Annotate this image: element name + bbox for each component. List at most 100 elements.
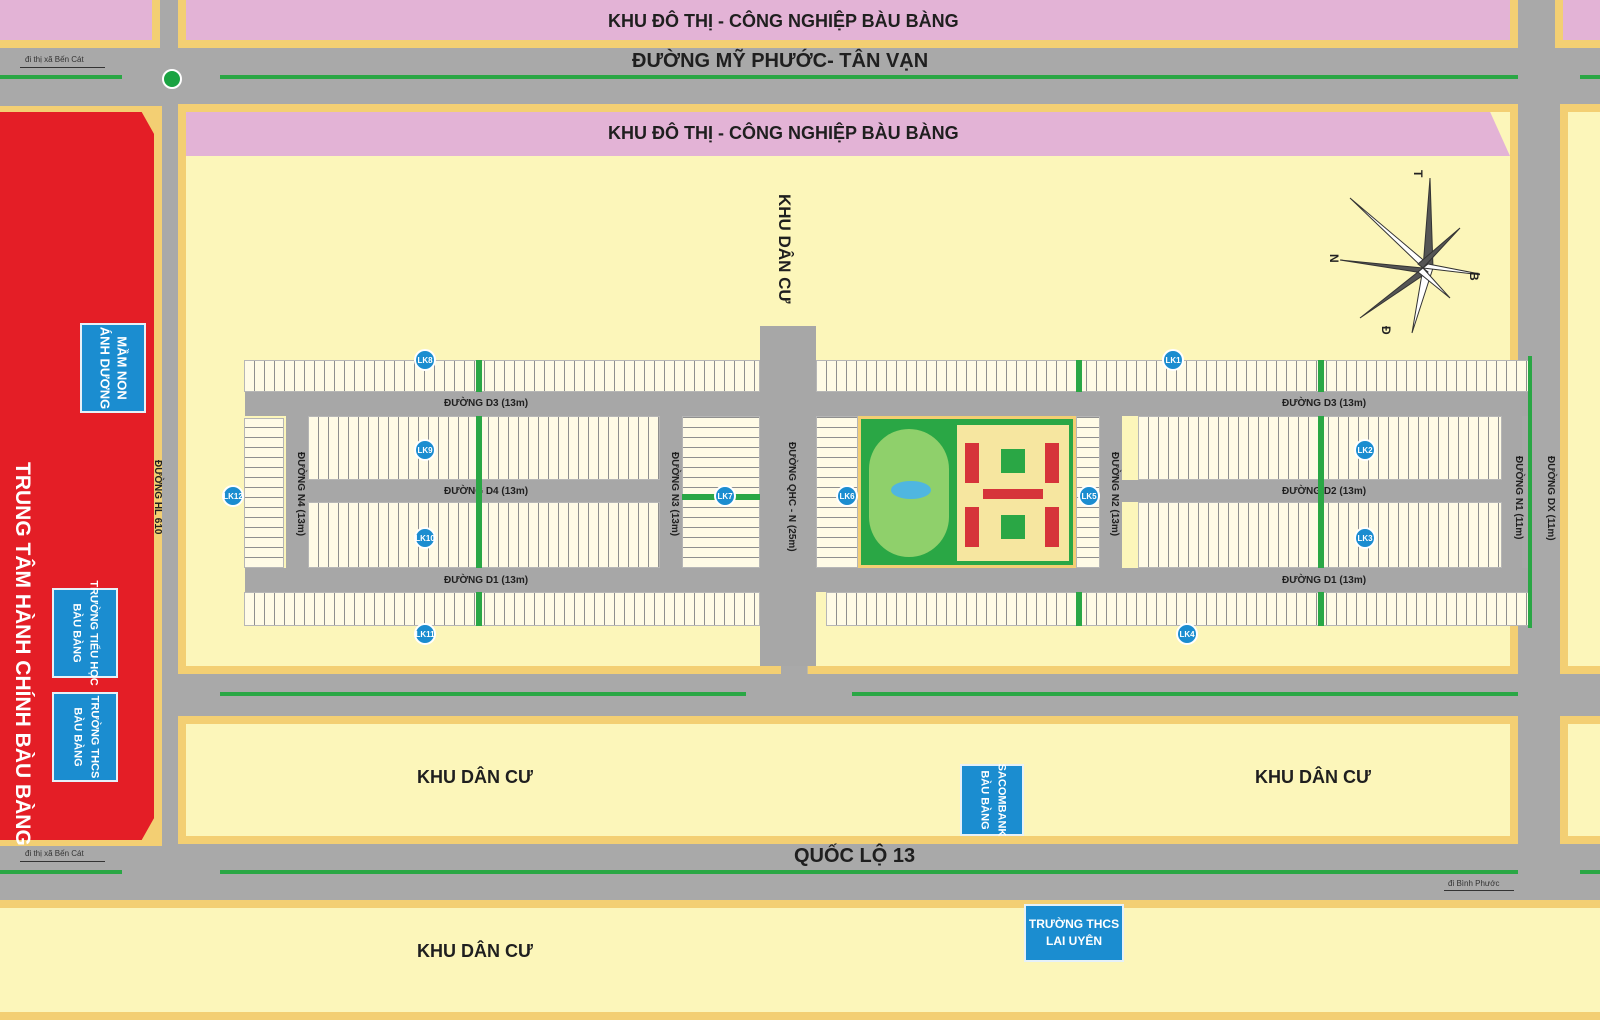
residential-bottom-label: KHU DÂN CƯ <box>417 941 533 961</box>
road-d2-label: ĐƯỜNG D2 (13m) <box>1282 486 1367 497</box>
lai-uyen-line-1: TRƯỜNG THCS <box>1028 917 1120 931</box>
road-d3-right-label: ĐƯỜNG D3 (13m) <box>1282 398 1367 409</box>
top-road-label: ĐƯỜNG MỸ PHƯỚC- TÂN VẠN <box>632 50 929 72</box>
top-road-green-line <box>220 75 1518 79</box>
middle-road-green-line-right <box>852 692 1518 696</box>
lai-uyen-school-box: TRƯỜNG THCS LAI UYÊN <box>1024 904 1124 962</box>
road-d4-label: ĐƯỜNG D4 (13m) <box>444 486 529 497</box>
compass-south: Đ <box>1379 326 1393 335</box>
north-residential-label: KHU DÂN CƯ <box>775 194 794 304</box>
direction-binh-phuoc: đi Bình Phước <box>1448 879 1500 888</box>
road-d3-right <box>816 392 1532 416</box>
lk-marker-3[interactable]: LK3 <box>1354 527 1376 549</box>
park-building-center <box>983 489 1043 499</box>
lai-uyen-line-2: LAI UYÊN <box>1045 934 1102 948</box>
lk-marker-12[interactable]: LK12 <box>222 485 244 507</box>
central-park <box>858 416 1076 568</box>
compass-north: T <box>1411 170 1425 178</box>
lower-right-edge-block <box>1560 716 1600 844</box>
road-d3-left-label: ĐƯỜNG D3 (13m) <box>444 398 529 409</box>
kindergarten-line-2: ÁNH DƯƠNG <box>97 326 113 410</box>
top-zone-label: KHU ĐÔ THỊ - CÔNG NGHIỆP BÀU BÀNG <box>608 11 959 31</box>
road-n1-label: ĐƯỜNG N1 (11m) <box>1513 456 1524 540</box>
road-hl610-label: ĐƯỜNG HL 610 <box>152 460 163 535</box>
road-qhc-label: ĐƯỜNG QHC - N (25m) <box>786 442 797 552</box>
lot-row-lk4 <box>826 592 1532 626</box>
top-road-green-line-right <box>1580 75 1600 79</box>
road-n3-label: ĐƯỜNG N3 (13m) <box>669 452 680 537</box>
lk-marker-8[interactable]: LK8 <box>414 349 436 371</box>
main-zone-label: KHU ĐÔ THỊ - CÔNG NGHIỆP BÀU BÀNG <box>608 123 959 143</box>
road-d1-left <box>245 568 760 592</box>
direction-arrow-binh-phuoc <box>1444 890 1514 891</box>
compass-west: N <box>1330 254 1341 263</box>
bank-line-2: BÀU BÀNG <box>978 770 991 830</box>
bank-line-1: SACOMBANK <box>995 763 1008 837</box>
main-zone-pink-strip <box>186 112 1510 156</box>
lk-marker-4[interactable]: LK4 <box>1176 623 1198 645</box>
road-d4 <box>288 480 760 502</box>
lot-row-lk11 <box>244 592 760 626</box>
residential-left-label: KHU DÂN CƯ <box>417 767 533 787</box>
park-building-right-2 <box>1045 507 1059 547</box>
direction-ben-cat-top: đi thị xã Bến Cát <box>25 55 84 64</box>
top-road-green-line-left <box>0 75 122 79</box>
green-strip-3 <box>1318 360 1324 392</box>
green-strip-2 <box>1076 360 1082 392</box>
road-n1 <box>1502 392 1522 592</box>
road-d1-left-label: ĐƯỜNG D1 (13m) <box>444 575 529 586</box>
road-n3 <box>660 416 682 568</box>
secondary-school-line-1: TRƯỜNG THCS <box>88 695 101 779</box>
road-n4-label: ĐƯỜNG N4 (13m) <box>295 452 306 537</box>
bottom-residential-block <box>0 900 1600 1020</box>
compass-east: B <box>1467 272 1480 281</box>
bottom-road-green-line-right <box>1580 870 1600 874</box>
secondary-school-box: TRƯỜNG THCS BÀU BÀNG <box>52 692 118 782</box>
park-fountain-2 <box>1001 515 1025 539</box>
right-edge-block <box>1560 104 1600 674</box>
road-n2 <box>1100 416 1122 568</box>
qhc-road-stub <box>760 326 816 666</box>
park-building-left <box>965 443 979 483</box>
road-n2-label: ĐƯỜNG N2 (13m) <box>1109 452 1120 537</box>
lk-marker-1[interactable]: LK1 <box>1162 349 1184 371</box>
lk-marker-10[interactable]: LK10 <box>414 527 436 549</box>
lk-marker-7[interactable]: LK7 <box>714 485 736 507</box>
green-strip-6 <box>476 592 482 626</box>
direction-arrow-top <box>20 67 105 68</box>
top-left-corner-block <box>0 0 160 48</box>
lot-block-lk10 <box>308 502 660 568</box>
primary-school-line-2: BÀU BÀNG <box>71 603 84 663</box>
lower-residential-block <box>178 716 1518 844</box>
admin-center-label: TRUNG TÂM HÀNH CHÍNH BÀU BÀNG <box>11 462 34 846</box>
lot-block-lk9 <box>308 416 660 480</box>
green-strip-n1 <box>1528 356 1532 628</box>
green-strip-5 <box>1318 416 1324 568</box>
lk-marker-2[interactable]: LK2 <box>1354 439 1376 461</box>
park-fountain <box>1001 449 1025 473</box>
green-strip-8 <box>1318 592 1324 626</box>
direction-arrow-bottom <box>20 861 105 862</box>
primary-school-line-1: TRƯỜNG TIỂU HỌC <box>88 580 101 686</box>
road-n4 <box>286 416 308 568</box>
kindergarten-line-1: MẦM NON <box>114 336 130 400</box>
lk-marker-5[interactable]: LK5 <box>1078 485 1100 507</box>
lot-row-lk8 <box>244 360 760 392</box>
residential-right-label: KHU DÂN CƯ <box>1255 767 1371 787</box>
park-building-right <box>1045 443 1059 483</box>
primary-school-box: TRƯỜNG TIỂU HỌC BÀU BÀNG <box>52 580 118 686</box>
bank-box: SACOMBANK BÀU BÀNG <box>960 764 1024 836</box>
lk-marker-9[interactable]: LK9 <box>414 439 436 461</box>
middle-road-green-line-left <box>220 692 746 696</box>
lk-marker-11[interactable]: LK11 <box>414 623 436 645</box>
top-zone-block <box>178 0 1518 48</box>
road-d1-right-label: ĐƯỜNG D1 (13m) <box>1282 575 1367 586</box>
direction-ben-cat-bottom: đi thị xã Bến Cát <box>25 849 84 858</box>
lot-column-lk12 <box>244 418 284 568</box>
kindergarten-box: MẦM NON ÁNH DƯƠNG <box>80 323 146 413</box>
lk-marker-6[interactable]: LK6 <box>836 485 858 507</box>
bottom-road-green-line <box>220 870 1518 874</box>
road-d3-left <box>245 392 760 416</box>
top-right-corner-block <box>1555 0 1600 48</box>
green-strip-7 <box>1076 592 1082 626</box>
